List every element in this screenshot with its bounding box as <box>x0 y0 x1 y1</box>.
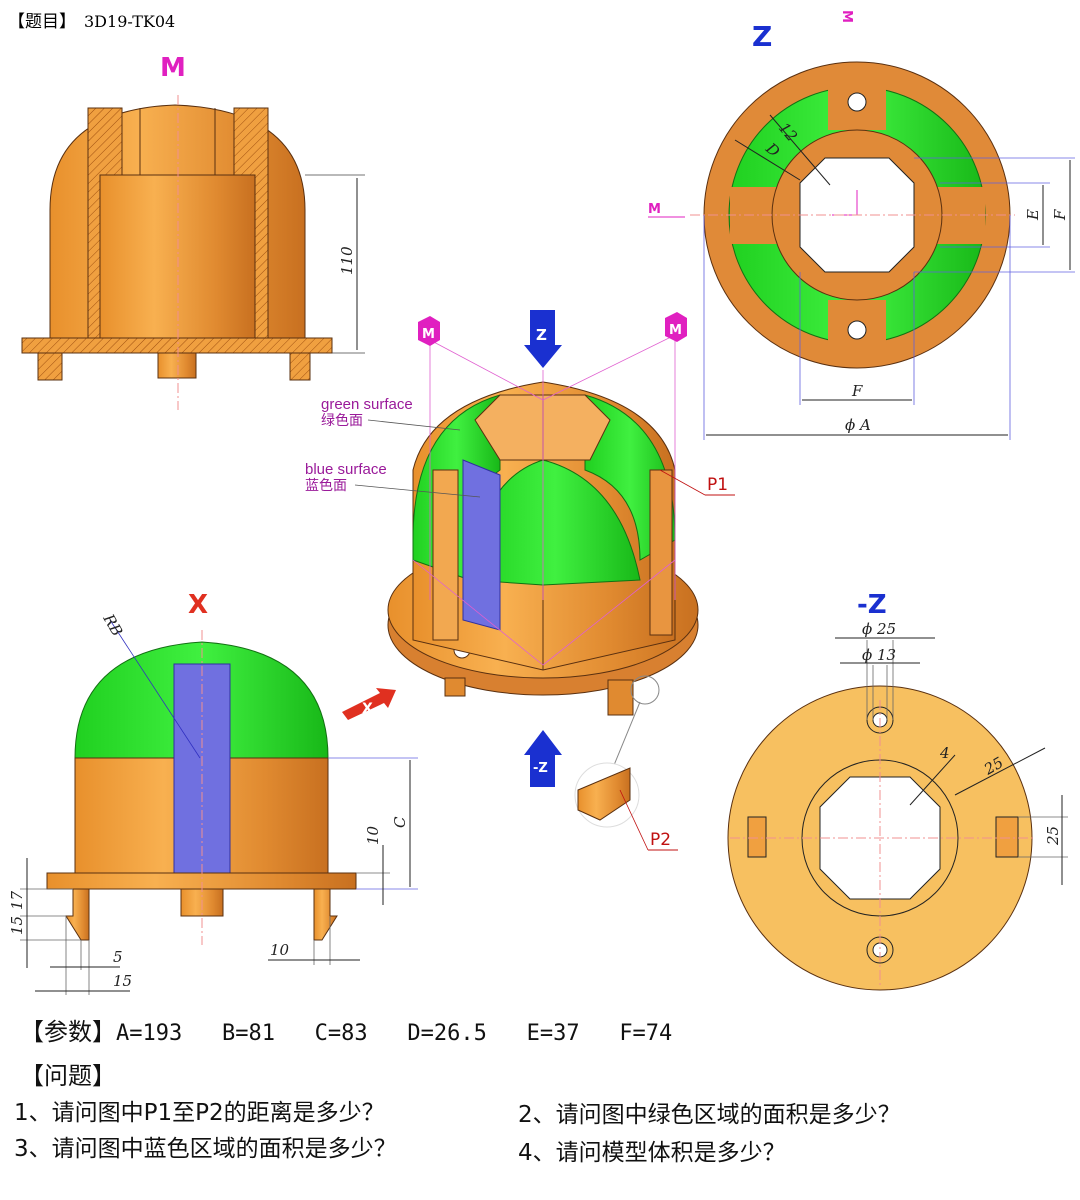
m-marker-left: M <box>648 202 661 217</box>
dim-phi-a: ϕ A <box>845 416 871 434</box>
view-label-minus-z: -Z <box>857 590 887 620</box>
dim-4: 4 <box>939 744 950 762</box>
question-2: 2、请问图中绿色区域的面积是多少？ <box>518 1102 901 1128</box>
dim-f-bottom: F <box>851 382 863 400</box>
dim-15-vertical: 15 <box>8 916 26 935</box>
dim-f-side: F <box>1051 209 1069 221</box>
m-marker-top: M <box>839 10 854 23</box>
dim-17-vertical: 17 <box>8 890 26 910</box>
point-p2-label: P2 <box>650 830 671 850</box>
minus-z-arrow-label: -Z <box>533 761 548 776</box>
title-code: 3D19-TK04 <box>84 12 175 31</box>
questions-label: 【问题】 <box>20 1062 116 1090</box>
m-marker-iso-left: M <box>422 327 435 342</box>
dim-25-vertical: 25 <box>1044 826 1062 846</box>
green-surface-label-en: green surface <box>321 396 413 413</box>
view-label-m: M <box>160 53 186 83</box>
dim-10-bottom: 10 <box>270 941 290 959</box>
minus-z-view: -Z ϕ 25 ϕ 13 4 25 25 <box>727 590 1068 991</box>
question-1: 1、请问图中P1至P2的距离是多少？ <box>14 1100 385 1126</box>
dim-5: 5 <box>113 948 123 966</box>
view-label-x: X <box>188 590 208 620</box>
z-view: Z M M F ϕ A E F 12 D <box>648 10 1075 440</box>
iso-view: M M Z -Z X green surface 绿色面 blue surfac… <box>305 310 735 851</box>
title-bracket: 【题目】 <box>8 12 76 32</box>
blue-surface-label-cn: 蓝色面 <box>305 477 347 494</box>
params-label: 【参数】 <box>20 1018 116 1046</box>
dim-10-right: 10 <box>364 825 382 845</box>
green-surface-label-cn: 绿色面 <box>321 412 363 429</box>
params-line: 【参数】A=193 B=81 C=83 D=26.5 E=37 F=74 <box>20 1012 672 1047</box>
m-marker-iso-right: M <box>669 323 682 338</box>
dim-phi-25: ϕ 25 <box>862 620 896 638</box>
x-arrow-label: X <box>362 701 373 717</box>
z-arrow-label: Z <box>536 326 547 344</box>
question-3: 3、请问图中蓝色区域的面积是多少？ <box>14 1136 397 1162</box>
dim-e: E <box>1024 209 1042 221</box>
view-label-z: Z <box>752 20 772 53</box>
m-section-view: M 110 <box>21 53 365 410</box>
dim-110: 110 <box>338 246 356 275</box>
question-4: 4、请问模型体积是多少？ <box>518 1140 786 1166</box>
dim-phi-13: ϕ 13 <box>862 646 896 664</box>
blue-surface-label-en: blue surface <box>305 461 387 478</box>
x-view: X RB C 10 15 17 5 15 10 <box>8 590 418 995</box>
dim-rb: RB <box>99 610 126 639</box>
dim-c: C <box>391 816 409 828</box>
dim-15-horizontal: 15 <box>113 972 132 990</box>
point-p1-label: P1 <box>707 475 728 495</box>
params-values: A=193 B=81 C=83 D=26.5 E=37 F=74 <box>116 1021 673 1046</box>
